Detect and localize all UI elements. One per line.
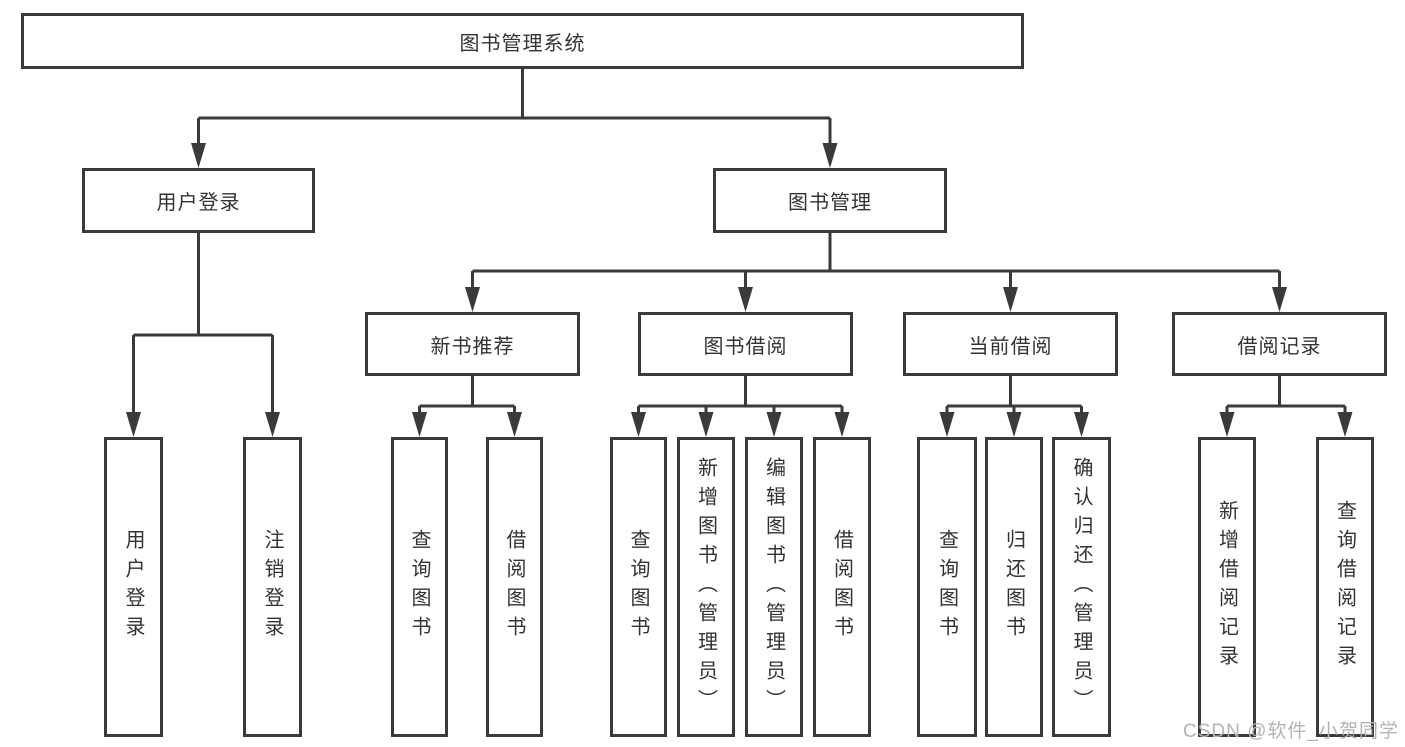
tree-edges <box>132 69 1347 414</box>
leaf-logout: 注销登录 <box>243 437 302 737</box>
leaf-query-books-recommend: 查询图书 <box>391 437 448 737</box>
arrow-down-icon <box>822 143 838 168</box>
node-library-system: 图书管理系统 <box>21 13 1024 69</box>
node-label: 新增借阅记录 <box>1215 500 1238 674</box>
node-label: 查询借阅记录 <box>1333 500 1356 674</box>
leaf-user-login: 用户登录 <box>104 437 163 737</box>
leaf-query-books-current: 查询图书 <box>917 437 977 737</box>
node-label: 新增图书（管理员） <box>694 456 717 718</box>
node-label: 新书推荐 <box>430 335 515 358</box>
arrow-down-icon <box>1272 287 1287 312</box>
arrow-down-icon <box>834 412 850 437</box>
leaf-query-books-borrow: 查询图书 <box>610 437 667 737</box>
node-label: 用户登录 <box>122 529 144 645</box>
leaf-confirm-return-admin: 确认归还（管理员） <box>1052 437 1111 737</box>
leaf-query-borrow-record: 查询借阅记录 <box>1316 437 1374 737</box>
node-label: 图书管理 <box>788 192 872 214</box>
leaf-borrow-books-recommend: 借阅图书 <box>486 437 543 737</box>
arrow-down-icon <box>1337 412 1353 437</box>
node-label: 借阅记录 <box>1237 335 1322 358</box>
arrow-down-icon <box>507 412 522 437</box>
arrow-down-icon <box>191 143 206 168</box>
leaf-borrow-books: 借阅图书 <box>813 437 871 737</box>
node-label: 归还图书 <box>1002 529 1025 645</box>
arrow-down-icon <box>1074 412 1089 437</box>
arrow-down-icon <box>1219 412 1235 437</box>
node-label: 确认归还（管理员） <box>1070 456 1092 718</box>
node-label: 编辑图书（管理员） <box>762 456 785 718</box>
node-borrow-records: 借阅记录 <box>1172 312 1387 376</box>
arrow-down-icon <box>1003 287 1018 312</box>
arrowheads <box>126 143 1353 437</box>
leaf-edit-books-admin: 编辑图书（管理员） <box>745 437 803 737</box>
node-user-login-group: 用户登录 <box>82 168 315 233</box>
node-label: 图书管理系统 <box>459 32 586 55</box>
arrow-down-icon <box>126 412 141 437</box>
node-label: 查询图书 <box>408 529 430 645</box>
node-new-book-recommend: 新书推荐 <box>365 312 580 376</box>
node-label: 借阅图书 <box>830 529 853 645</box>
node-book-borrow: 图书借阅 <box>638 312 853 376</box>
node-label: 查询图书 <box>627 529 649 645</box>
arrow-down-icon <box>766 412 782 437</box>
arrow-down-icon <box>738 287 753 312</box>
leaf-return-books: 归还图书 <box>985 437 1043 737</box>
leaf-add-books-admin: 新增图书（管理员） <box>677 437 735 737</box>
arrow-down-icon <box>939 412 955 437</box>
arrow-down-icon <box>412 412 427 437</box>
arrow-down-icon <box>1006 412 1022 437</box>
arrow-down-icon <box>465 287 480 312</box>
arrow-down-icon <box>265 412 280 437</box>
node-label: 图书借阅 <box>703 335 788 358</box>
node-book-management: 图书管理 <box>713 168 947 233</box>
node-label: 查询图书 <box>935 529 958 645</box>
arrow-down-icon <box>631 412 646 437</box>
node-current-borrow: 当前借阅 <box>903 312 1118 376</box>
node-label: 当前借阅 <box>968 335 1053 358</box>
node-label: 借阅图书 <box>503 529 525 645</box>
csdn-watermark: CSDN @软件_小贺同学 <box>1183 721 1399 742</box>
node-label: 注销登录 <box>261 529 283 645</box>
arrow-down-icon <box>698 412 714 437</box>
leaf-add-borrow-record: 新增借阅记录 <box>1198 437 1256 737</box>
node-label: 用户登录 <box>156 192 241 214</box>
